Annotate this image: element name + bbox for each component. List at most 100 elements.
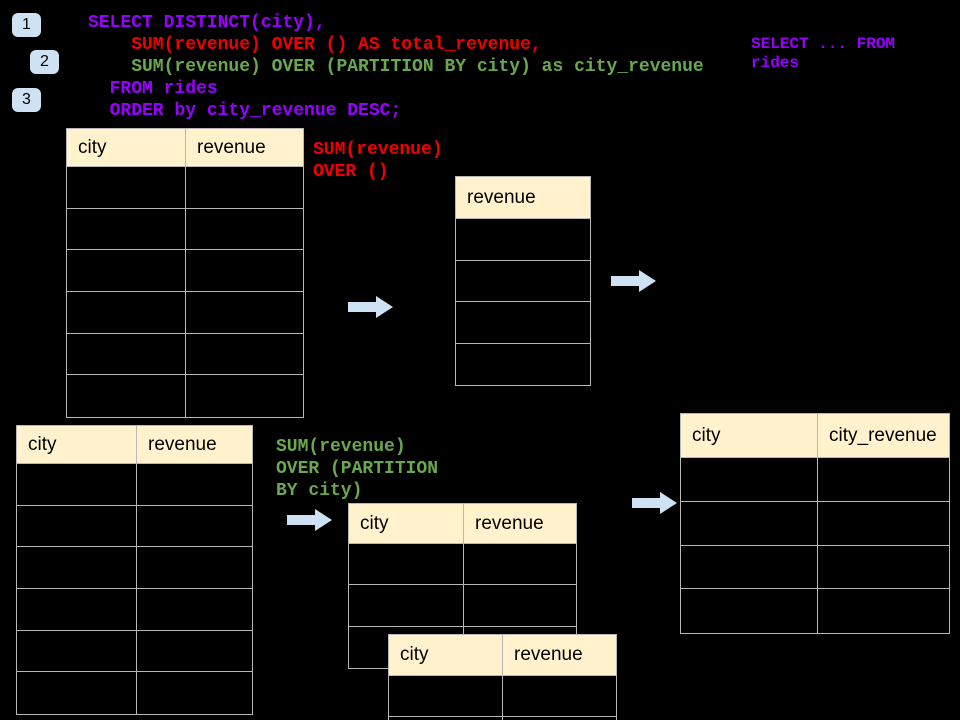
table-cell: [67, 375, 186, 417]
table-row: [456, 302, 590, 344]
table-cell: [17, 672, 137, 714]
code-line: SUM(revenue) OVER () AS total_revenue,: [88, 35, 542, 55]
table-row: [681, 545, 949, 590]
code-line: FROM rides: [88, 79, 218, 99]
step-badge-1: 1: [12, 13, 41, 37]
table-row: [349, 585, 576, 627]
table-cell: [186, 334, 303, 375]
table-row: [681, 589, 949, 633]
table-cell: [818, 458, 949, 501]
table-row: [389, 676, 616, 717]
table-row: [67, 208, 303, 251]
table-cell: [681, 545, 818, 589]
code-line: rides: [751, 54, 800, 72]
table-cell: [186, 209, 303, 250]
code-line: SELECT DISTINCT(city),: [88, 13, 326, 33]
flow-arrow-right-icon: [287, 508, 333, 532]
table-cell: [389, 717, 503, 720]
flow-arrow-right-icon: [632, 491, 678, 515]
table-cell: [464, 585, 576, 625]
table-row: [456, 219, 590, 261]
table-row: [67, 167, 303, 209]
code-line: SUM(revenue): [313, 140, 443, 160]
table-cell: [17, 464, 137, 505]
table-cell: [456, 261, 590, 302]
column-header: city: [681, 414, 818, 457]
flow-arrow-right-icon: [348, 295, 394, 319]
table-total-revenue: revenue: [455, 176, 591, 386]
code-line: BY city): [276, 481, 363, 501]
table-cell: [464, 544, 576, 584]
table-cell: [349, 585, 464, 626]
step-badge-2: 2: [30, 50, 59, 74]
column-header: revenue: [467, 186, 536, 208]
table-cell: [456, 302, 590, 343]
table-row: [17, 547, 252, 589]
column-header: revenue: [197, 136, 266, 158]
table-header-row: city revenue: [349, 504, 576, 544]
column-header: city: [389, 635, 503, 675]
table-cell: [67, 291, 186, 333]
table-row: [17, 630, 252, 673]
table-cell: [456, 344, 590, 386]
table-row: [67, 291, 303, 334]
column-header: city: [17, 426, 137, 463]
table-cell: [389, 676, 503, 716]
table-cell: [67, 250, 186, 291]
table-cell: [503, 676, 616, 716]
column-header: revenue: [148, 433, 217, 455]
table-cell: [186, 167, 303, 208]
column-header: revenue: [475, 512, 544, 534]
column-header: city_revenue: [829, 424, 937, 446]
flow-arrow-right-icon: [611, 269, 657, 293]
table-cell: [818, 502, 949, 545]
column-header: city: [349, 504, 464, 543]
table-cell: [681, 589, 818, 633]
table-cell: [186, 250, 303, 291]
table-cell: [137, 464, 252, 505]
table-cell: [17, 630, 137, 672]
table-cell: [818, 589, 949, 633]
code-line: SUM(revenue): [276, 437, 406, 457]
table-row: [681, 458, 949, 502]
table-cell: [186, 292, 303, 333]
code-line: ORDER by city_revenue DESC;: [88, 101, 402, 121]
table-header-row: revenue: [456, 177, 590, 219]
sql-query-code: SELECT DISTINCT(city), SUM(revenue) OVER…: [88, 12, 704, 122]
table-row: [17, 588, 252, 631]
table-row: [389, 717, 616, 720]
table-cell: [137, 672, 252, 714]
table-cell: [681, 501, 818, 545]
table-cell: [17, 547, 137, 588]
column-header: revenue: [514, 644, 583, 665]
table-partition-input-front: city revenue: [388, 634, 617, 720]
table-cell: [137, 547, 252, 588]
step-badge-3: 3: [12, 88, 41, 112]
table-header-row: city revenue: [17, 426, 252, 464]
table-header-row: city revenue: [389, 635, 616, 676]
code-line: OVER (): [313, 162, 389, 182]
table-cell: [137, 631, 252, 672]
table-cell: [456, 219, 590, 260]
table-row: [17, 464, 252, 506]
code-line: SELECT ... FROM: [751, 35, 896, 53]
table-source-bottom: city revenue: [16, 425, 253, 715]
table-cell: [67, 208, 186, 250]
table-cell: [186, 375, 303, 417]
table-result-city-revenue: city city_revenue: [680, 413, 950, 634]
table-row: [681, 501, 949, 546]
table-row: [17, 505, 252, 548]
table-row: [456, 343, 590, 386]
table-cell: [818, 546, 949, 589]
table-row: [67, 250, 303, 292]
table-cell: [137, 589, 252, 630]
annotation-over-all: SUM(revenue)OVER (): [313, 139, 443, 183]
table-cell: [17, 505, 137, 547]
table-cell: [349, 544, 464, 585]
table-cell: [67, 333, 186, 375]
table-cell: [137, 506, 252, 547]
code-line: SUM(revenue) OVER (PARTITION BY city) as…: [88, 57, 704, 77]
